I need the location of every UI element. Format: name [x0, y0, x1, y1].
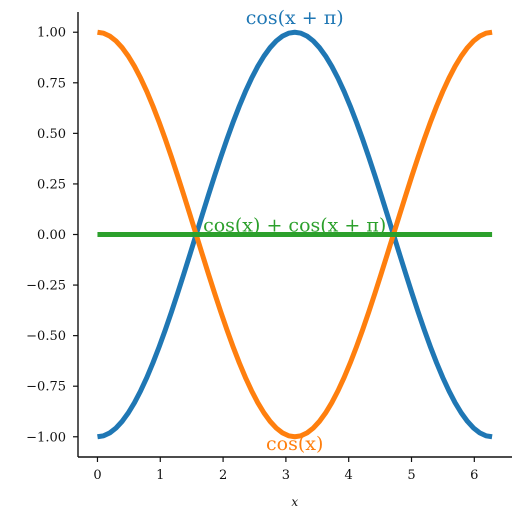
series-line-0 — [97, 29, 493, 440]
x-tick-label: 5 — [407, 468, 415, 483]
x-axis-label: x — [291, 495, 298, 509]
y-tick-label: 0.50 — [37, 127, 66, 142]
x-tick-label: 2 — [219, 468, 227, 483]
y-tick-label: 1.00 — [37, 26, 66, 41]
x-tick-label: 0 — [93, 468, 101, 483]
series-lines — [97, 29, 493, 440]
x-tick-label: 3 — [282, 468, 290, 483]
series-label-1: cos(x) — [266, 433, 323, 455]
series-line-1 — [97, 29, 493, 440]
y-tick-label: 0.25 — [37, 177, 66, 192]
series-labels: cos(x + π) cos(x) cos(x) + cos(x + π) — [203, 7, 386, 455]
series-label-2: cos(x) + cos(x + π) — [203, 215, 386, 237]
series-label-0: cos(x + π) — [246, 7, 344, 29]
x-tick-label: 4 — [345, 468, 353, 483]
y-tick-label: −0.75 — [26, 380, 66, 395]
axes: 0 1 2 3 4 5 6 −1.00 −0.75 −0.50 −0.25 0.00 0.25 0.50 0… — [26, 12, 512, 509]
y-tick-label: −0.25 — [26, 279, 66, 294]
y-tick-label: 0.75 — [37, 76, 66, 91]
y-tick-label: 0.00 — [37, 228, 66, 243]
y-tick-label: −0.50 — [26, 329, 66, 344]
x-tick-label: 6 — [470, 468, 478, 483]
y-tick-label: −1.00 — [26, 430, 66, 445]
x-tick-label: 1 — [156, 468, 164, 483]
